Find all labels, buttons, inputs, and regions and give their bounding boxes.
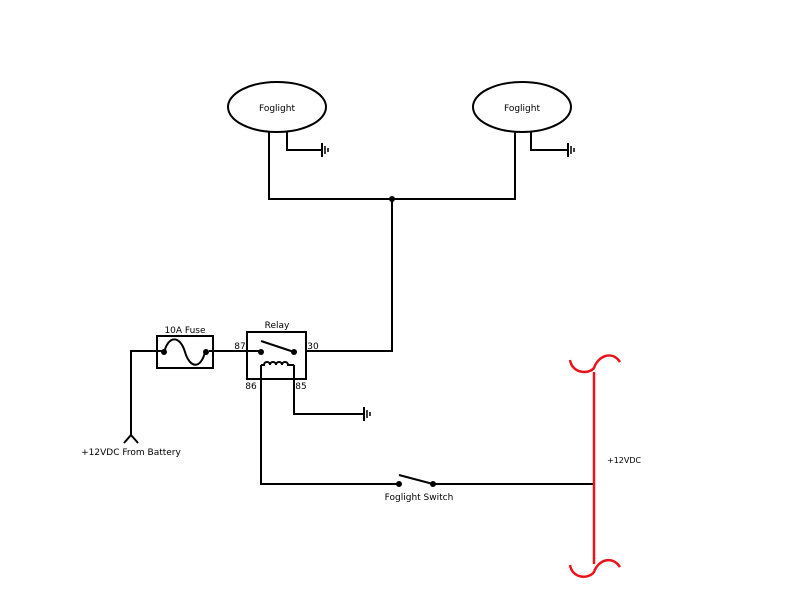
relay-switch-contact — [260, 340, 295, 353]
fuse-label: 10A Fuse — [164, 326, 206, 336]
ground-icon — [567, 143, 575, 157]
battery-wire — [130, 350, 162, 436]
relay-body — [246, 331, 307, 380]
supply-break-bottom-icon — [568, 558, 622, 578]
battery-label: +12VDC From Battery — [81, 448, 181, 458]
ground-icon — [363, 407, 371, 421]
switch-label: Foglight Switch — [385, 493, 454, 503]
relay-86-switch-wire — [260, 365, 399, 485]
foglight-right-ground-wire — [530, 132, 567, 151]
supply-break-top-icon — [568, 354, 622, 374]
relay: Relay 87 30 86 85 — [234, 321, 319, 392]
switch-lever — [398, 474, 434, 485]
fuse-element-icon — [163, 338, 206, 366]
relay-30-output-wire — [307, 199, 393, 352]
supply-label: +12VDC — [607, 456, 642, 465]
foglight-left-lamp — [227, 81, 327, 133]
foglight-left: Foglight — [227, 81, 329, 157]
relay-pin-87: 87 — [234, 342, 245, 352]
relay-pin-86: 86 — [245, 382, 257, 392]
foglight-left-label: Foglight — [259, 104, 295, 114]
foglight-right-label: Foglight — [504, 104, 540, 114]
relay-85-ground-wire — [293, 365, 363, 415]
relay-coil-icon — [261, 361, 294, 366]
foglight-switch: Foglight Switch — [385, 474, 454, 503]
ground-icon — [321, 143, 329, 157]
lamp-feed-wire — [268, 132, 516, 200]
connector-arrow-icon — [123, 433, 139, 444]
fuse: 10A Fuse — [156, 326, 214, 369]
relay-label: Relay — [265, 321, 290, 331]
foglight-left-ground-wire — [286, 132, 321, 151]
supply-bus: +12VDC — [568, 354, 642, 578]
relay-pin-85: 85 — [295, 382, 306, 392]
foglight-right: Foglight — [472, 81, 575, 157]
foglight-right-lamp — [472, 81, 572, 133]
relay-pin-30: 30 — [307, 342, 319, 352]
